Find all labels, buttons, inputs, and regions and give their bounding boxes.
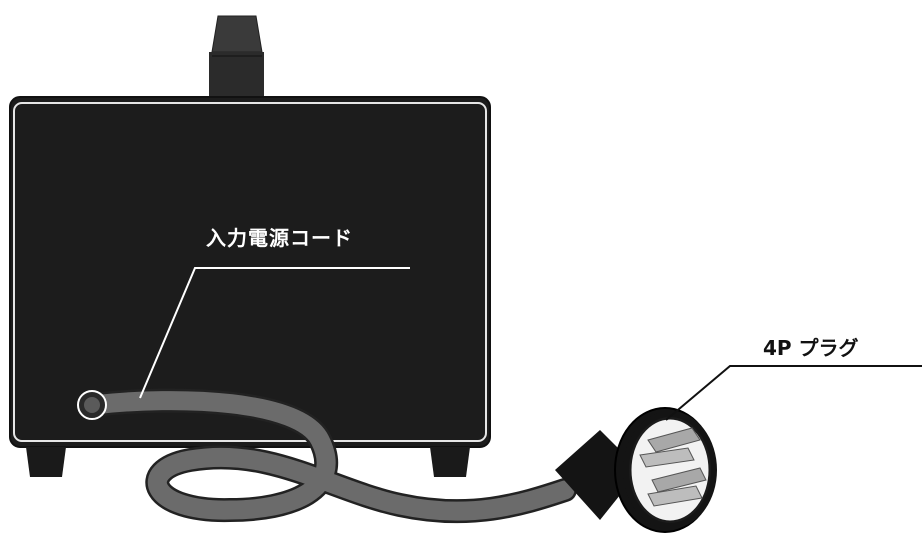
power-cord-label: 入力電源コード — [206, 226, 353, 250]
leader-cord — [139, 267, 410, 399]
4p-plug — [555, 407, 717, 533]
unit-body — [9, 96, 491, 448]
handle — [209, 15, 264, 100]
cord-grommet — [77, 390, 107, 420]
feet — [26, 447, 470, 477]
power-cord — [80, 388, 577, 524]
leader-plug — [665, 365, 922, 421]
plug-label: 4P プラグ — [763, 336, 859, 360]
